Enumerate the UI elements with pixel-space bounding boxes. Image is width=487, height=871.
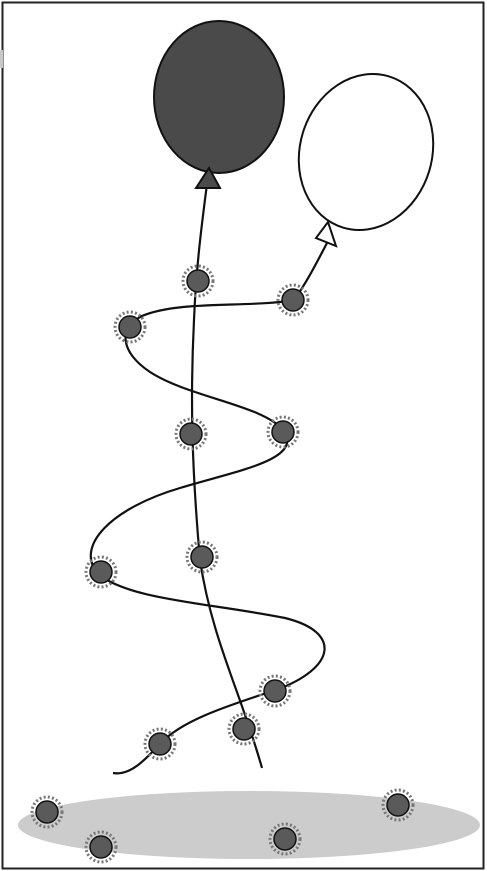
dark-balloon-knot [194,166,222,189]
bead-core [263,679,287,703]
bead-dotted-ring [185,540,219,574]
string-bead [227,712,261,746]
bead-core [179,422,203,446]
bead-dotted-ring [84,555,118,589]
white-balloon [297,73,435,231]
white-balloon-knot [314,219,338,248]
ground-bead [381,788,415,822]
bead-dotted-ring [84,830,118,864]
bead-dotted-ring [113,310,147,344]
top-left-tab [0,50,3,68]
helix-bead [84,555,118,589]
bead-dotted-ring [266,415,300,449]
bead-core [190,545,214,569]
bead-core [148,732,172,756]
bead-dotted-ring [268,822,302,856]
bead-core [271,420,295,444]
ground-bead [30,795,64,829]
bead-core [89,835,113,859]
bead-dotted-ring [258,674,292,708]
string-bead [185,540,219,574]
bead-layer [30,264,415,864]
bead-core [386,793,410,817]
ground-bead [84,830,118,864]
bead-dotted-ring [143,727,177,761]
bead-dotted-ring [181,264,215,298]
bead-core [273,827,297,851]
bead-dotted-ring [276,283,310,317]
ground-ellipse [18,791,480,859]
bead-dotted-ring [174,417,208,451]
helix-bead [113,310,147,344]
bead-core [232,717,256,741]
bead-core [89,560,113,584]
helix-bead [143,727,177,761]
bead-core [186,269,210,293]
helix-string [89,298,326,775]
bead-core [281,288,305,312]
bead-dotted-ring [30,795,64,829]
ground-bead [268,822,302,856]
string-bead [181,264,215,298]
dark-balloon [153,20,285,174]
helix-bead [266,415,300,449]
bead-dotted-ring [381,788,415,822]
string-bead [174,417,208,451]
bead-core [35,800,59,824]
helix-bead [258,674,292,708]
bead-core [118,315,142,339]
straight-string [190,183,264,769]
helix-bead [276,283,310,317]
bead-dotted-ring [227,712,261,746]
